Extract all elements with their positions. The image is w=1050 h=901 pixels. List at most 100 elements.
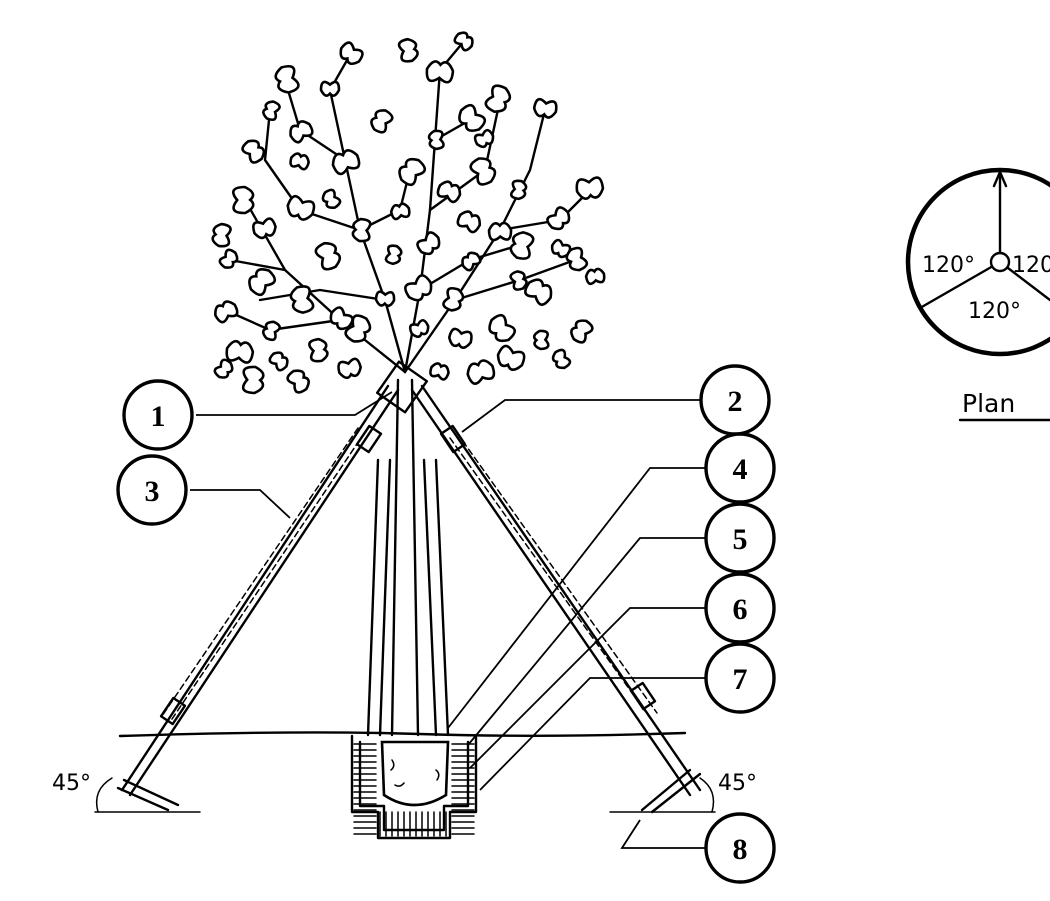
leaf (458, 103, 487, 132)
leaf (546, 206, 571, 231)
leaf (329, 306, 354, 331)
leaf (509, 179, 528, 201)
leaf (404, 274, 433, 302)
tree-trunk (375, 360, 429, 737)
leaf (466, 359, 496, 385)
leaf (248, 268, 277, 297)
leaf (286, 194, 316, 221)
leaf (286, 369, 310, 394)
leaf (321, 188, 342, 210)
plan-angle-left: 120° (922, 253, 975, 278)
leaf (487, 221, 513, 242)
stake-left (120, 384, 400, 797)
leaf (532, 329, 550, 351)
leaf (218, 248, 239, 269)
svg-text:8: 8 (733, 833, 748, 866)
leaf (374, 290, 396, 308)
leaf (232, 185, 255, 215)
leaf (214, 300, 239, 324)
callout-5: 5 (467, 502, 776, 746)
leaf (408, 318, 430, 339)
ground-anchor-left (94, 777, 201, 813)
svg-text:2: 2 (728, 385, 743, 418)
leaf (344, 314, 372, 343)
svg-text:1: 1 (151, 400, 166, 433)
callout-7: 7 (479, 642, 776, 791)
leaf (241, 365, 265, 395)
leaf (339, 41, 364, 66)
leaf (331, 149, 361, 176)
plan-angle-right: 120° (1012, 253, 1050, 278)
leaf (262, 100, 281, 121)
svg-text:4: 4 (733, 453, 748, 486)
svg-text:3: 3 (145, 475, 160, 508)
callout-8: 8 (620, 812, 776, 884)
leaf (370, 109, 394, 134)
leaf (398, 157, 427, 187)
leaf (252, 217, 277, 240)
leaf (496, 344, 526, 372)
callout-1: 1 (122, 379, 393, 451)
leaf (225, 339, 255, 364)
leaf (289, 120, 314, 144)
leaf (436, 180, 462, 204)
leaf (351, 217, 372, 243)
ground-line (118, 731, 687, 738)
leaf (456, 210, 482, 234)
leaf (429, 362, 450, 381)
pit-hatching (353, 743, 475, 837)
leaf (509, 270, 528, 291)
leaf (488, 313, 517, 343)
leaf (314, 241, 342, 271)
leaf (389, 202, 411, 221)
planting-pit (350, 734, 478, 840)
leaf (427, 129, 445, 151)
leaf (565, 246, 589, 272)
leaf (337, 357, 363, 380)
leaf (319, 80, 341, 97)
callout-2: 2 (461, 364, 771, 436)
leaf (397, 37, 419, 63)
leaf (575, 176, 605, 200)
callout-4: 4 (447, 432, 776, 729)
leaf (289, 285, 315, 315)
plan-view: 120° 120° 120° Plan (905, 167, 1050, 422)
svg-text:7: 7 (733, 663, 748, 696)
leaf (584, 267, 606, 286)
plan-angle-bottom: 120° (968, 299, 1021, 324)
leaf (551, 348, 572, 370)
callout-3: 3 (116, 454, 291, 526)
leaf (509, 231, 535, 260)
leaf (461, 251, 482, 272)
leaf (211, 222, 232, 248)
leaf (241, 139, 266, 164)
angle-label-left: 45° (52, 771, 91, 796)
plan-label: Plan (962, 389, 1015, 418)
leaf (425, 60, 455, 84)
leaf (570, 319, 594, 344)
callout-6: 6 (469, 572, 776, 769)
leaf (384, 244, 403, 266)
angle-label-right: 45° (718, 771, 757, 796)
leaf (484, 84, 512, 113)
leaf (268, 351, 289, 372)
leaf (473, 128, 495, 149)
leaf (289, 152, 311, 171)
leaf (274, 64, 300, 94)
leaf (213, 358, 234, 379)
stake-right (410, 384, 702, 797)
leaf (453, 31, 474, 52)
ground-anchor-right (609, 768, 716, 814)
leaf (532, 97, 558, 119)
leaf (469, 157, 497, 186)
leaf (416, 231, 441, 256)
canopy-leaves (211, 31, 606, 395)
svg-text:6: 6 (733, 593, 748, 626)
svg-text:5: 5 (733, 523, 748, 556)
leaf (447, 327, 473, 349)
leaf (524, 278, 553, 306)
leaf (308, 337, 329, 363)
leaf (261, 320, 282, 342)
leaf (442, 286, 465, 312)
